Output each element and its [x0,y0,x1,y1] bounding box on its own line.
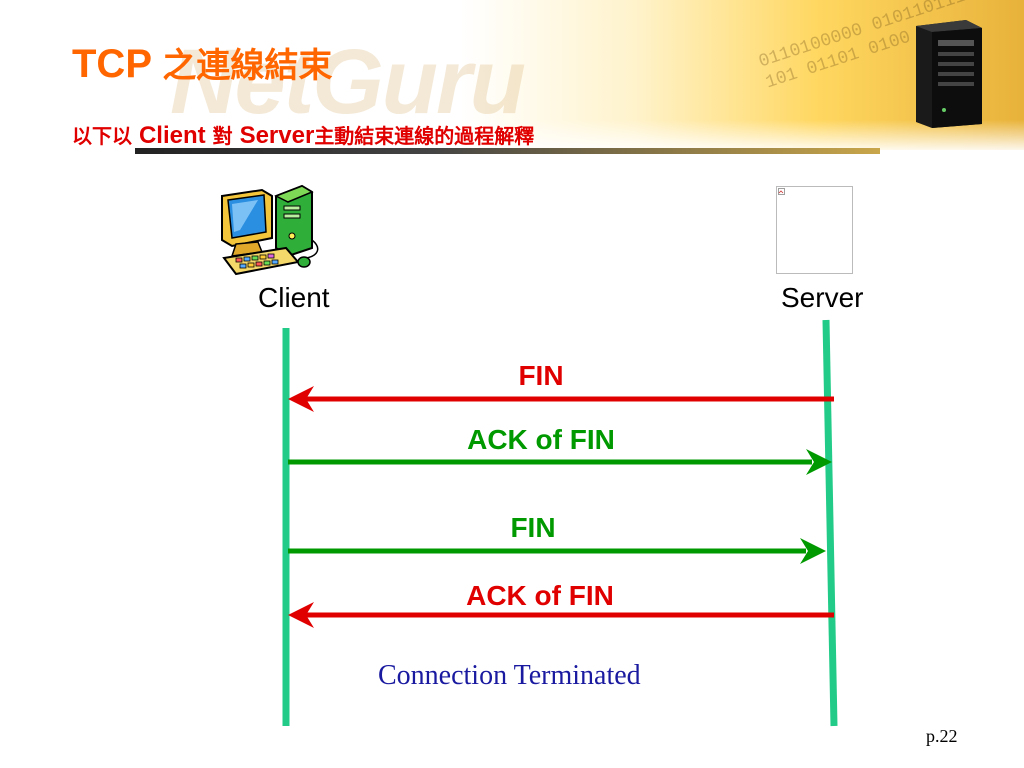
subtitle-server: Server [239,122,315,149]
netguru-watermark-logo: NetGuru [170,31,526,133]
server-label: Server [781,282,864,313]
subtitle-part1: 以下以 [72,124,139,148]
client-label: Client [258,282,330,313]
ack-arrow-client-to-server [288,449,832,475]
connection-terminated-note: Connection Terminated [378,660,641,691]
message-label-fin-2: FIN [510,512,556,543]
ack-arrow-server-to-client [288,602,834,628]
fin-arrow-client-to-server [288,538,826,564]
subtitle-client: Client [138,122,206,149]
message-label-ack-1: ACK of FIN [467,424,615,455]
server-image-placeholder [776,186,853,274]
slide-title: TCP 之連線結束 [72,38,332,87]
title-prefix: TCP [72,42,163,86]
message-label-ack-2: ACK of FIN [466,580,614,611]
page-number: p.22 [926,726,958,746]
header-background [0,0,1024,150]
title-chinese: 之連線結束 [162,46,333,86]
title-underline [135,148,880,154]
broken-image-icon [778,188,785,195]
server-tower-icon [916,20,982,128]
fin-arrow-server-to-client [288,386,834,412]
message-label-fin-1: FIN [518,360,564,391]
server-lifeline [822,319,838,727]
subtitle-part2: 對 [205,124,240,148]
slide-subtitle: 以下以 Client 對 Server主動結束連線的過程解釋 [72,120,534,150]
client-computer-icon [221,184,319,276]
subtitle-part3: 主動結束連線的過程解釋 [314,124,535,148]
